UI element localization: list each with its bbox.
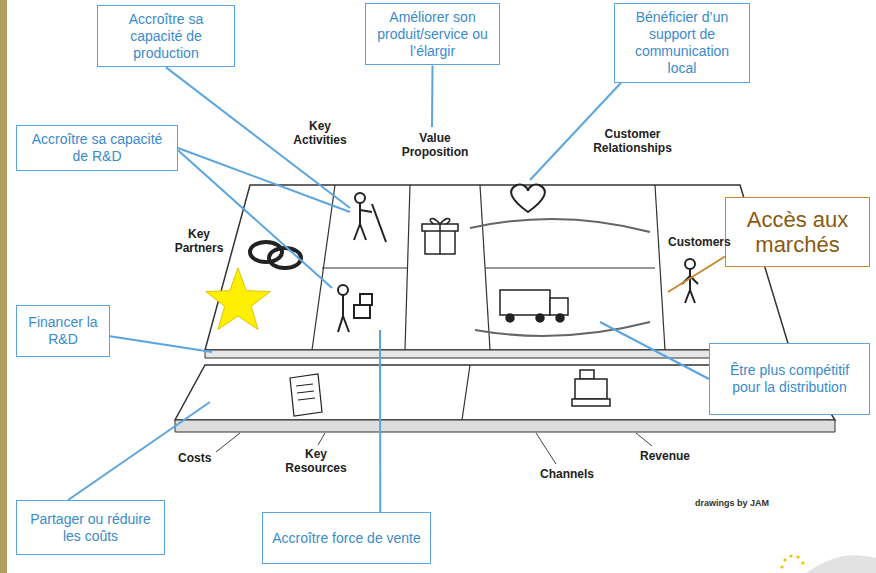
- block-label: Key Partners: [170, 228, 228, 256]
- worker-figure: [338, 285, 348, 295]
- worker-figure: [355, 193, 365, 203]
- leader-line: [668, 257, 725, 293]
- truck-icon: [536, 314, 544, 322]
- block-divider: [485, 267, 655, 268]
- logo-star: [789, 554, 792, 557]
- callout-text: Accroître force de vente: [272, 530, 421, 547]
- highlight-callout: Accès aux marchés: [725, 197, 870, 267]
- worker-figure: [359, 203, 361, 224]
- callout-box: Accroître sa capacité de production: [97, 5, 235, 67]
- leader-line: [530, 83, 621, 180]
- gift-icon: [430, 219, 450, 224]
- callout-text: Financer la R&D: [24, 314, 102, 348]
- broom: [372, 204, 386, 242]
- block-label: Key Resources: [285, 448, 347, 476]
- worker-figure: [342, 295, 344, 316]
- flow-arrow: [470, 219, 650, 232]
- block-label: Revenue: [640, 450, 690, 464]
- callout-box: Améliorer son produit/service ou l’élarg…: [365, 3, 500, 65]
- block-label: Key Activities: [285, 120, 355, 148]
- leader-line: [178, 150, 332, 288]
- worker-figure: [360, 210, 372, 212]
- callout-box: Financer la R&D: [16, 305, 110, 357]
- callout-text: Être plus compétitif pour la distributio…: [717, 362, 862, 396]
- logo-star: [780, 565, 783, 568]
- leader-line: [431, 65, 434, 127]
- rings-icon: [250, 242, 282, 262]
- document-icon: [290, 374, 322, 416]
- box-pile: [360, 294, 372, 305]
- gift-icon: [439, 224, 441, 254]
- logo-star: [783, 558, 786, 561]
- worker-figure: [354, 224, 360, 240]
- leader-line: [68, 402, 210, 500]
- label-leader: [636, 433, 652, 446]
- block-label: Value Proposition: [395, 132, 475, 160]
- callout-text: Accroître sa capacité de production: [105, 11, 227, 61]
- canvas-board-edge: [205, 350, 790, 358]
- truck-icon: [550, 298, 568, 315]
- callout-box: Accroître force de vente: [262, 512, 431, 564]
- block-label: Customer Relationships: [585, 128, 680, 156]
- highlight-star: [206, 268, 271, 330]
- document-icon: [298, 398, 315, 400]
- label-leader: [318, 433, 325, 445]
- side-band: [0, 0, 7, 573]
- label-leader: [536, 433, 556, 464]
- credit-note: drawings by JAM: [695, 498, 769, 508]
- worker-figure: [338, 316, 343, 332]
- register-icon: [572, 399, 610, 406]
- customer-figure: [685, 259, 695, 269]
- callout-box: Être plus compétitif pour la distributio…: [709, 343, 870, 415]
- callout-box: Bénéficier d’un support de communication…: [614, 3, 750, 83]
- callout-box: Partager ou réduire les coûts: [16, 500, 165, 555]
- leader-line: [600, 322, 709, 379]
- box-pile: [354, 305, 370, 318]
- register-icon: [575, 379, 607, 399]
- truck-icon: [500, 290, 550, 315]
- logo-swoosh: [806, 555, 876, 573]
- register-icon: [580, 370, 594, 379]
- block-divider: [322, 267, 408, 268]
- block-divider: [655, 185, 665, 350]
- block-label: Customers: [668, 236, 731, 250]
- document-icon: [297, 391, 314, 393]
- block-label: Costs: [178, 452, 211, 466]
- leader-line: [379, 330, 381, 512]
- rings-icon: [269, 248, 301, 268]
- callout-text: Bénéficier d’un support de communication…: [622, 9, 742, 76]
- customer-figure: [690, 290, 695, 303]
- logo-star: [796, 555, 799, 558]
- canvas-board: [205, 185, 790, 350]
- worker-figure: [343, 316, 349, 332]
- callout-text: Améliorer son produit/service ou l’élarg…: [373, 9, 492, 59]
- leader-line: [178, 148, 350, 212]
- block-divider: [405, 185, 410, 350]
- leader-line: [110, 336, 212, 352]
- worker-figure: [360, 224, 366, 240]
- label-leader: [216, 433, 240, 452]
- callout-box: Accroître sa capacité de R&D: [16, 125, 178, 171]
- callout-text: Accès aux marchés: [733, 207, 862, 258]
- truck-icon: [556, 314, 564, 322]
- canvas-board-edge: [175, 420, 835, 432]
- customer-figure: [685, 290, 690, 303]
- canvas-board: [175, 365, 835, 420]
- leader-line: [166, 67, 350, 208]
- truck-icon: [506, 314, 514, 322]
- block-divider: [462, 365, 470, 420]
- document-icon: [296, 384, 313, 386]
- callout-text: Partager ou réduire les coûts: [24, 511, 157, 545]
- heart-icon: [511, 185, 545, 212]
- block-label: Channels: [540, 468, 594, 482]
- logo-star: [801, 561, 804, 564]
- callout-text: Accroître sa capacité de R&D: [24, 131, 170, 165]
